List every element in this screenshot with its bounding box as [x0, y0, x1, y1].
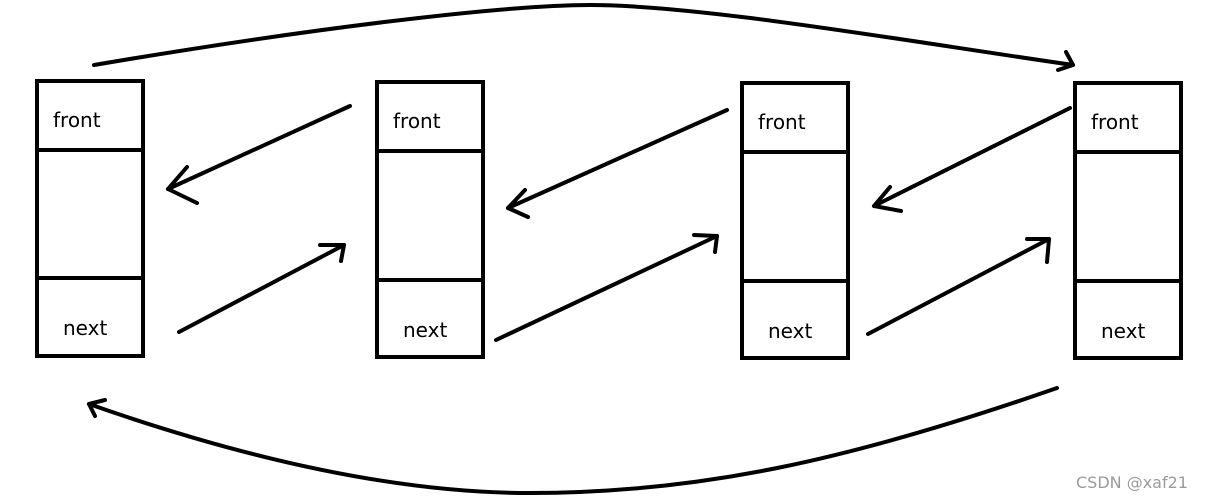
- front-pointer-arrow-4-to-3: [872, 106, 1072, 213]
- watermark-text: CSDN @xaf21: [1076, 473, 1188, 492]
- node-1-box: [35, 79, 145, 358]
- next-pointer-arrow-2-to-3: [494, 233, 719, 342]
- next-pointer-arrow-1-to-2: [177, 243, 346, 334]
- front-pointer-arrow-3-to-2: [506, 108, 729, 219]
- node-1: front next: [35, 79, 145, 358]
- next-pointer-arrow-3-to-4: [866, 237, 1051, 336]
- node-3-next-label: next: [768, 319, 812, 343]
- node-2-front-label: front: [393, 109, 441, 133]
- node-3-box: [740, 81, 850, 360]
- node-2-box: [375, 80, 485, 359]
- circular-next-arrow-top: [92, 3, 1075, 72]
- node-3-front-label: front: [758, 110, 806, 134]
- node-1-front-label: front: [53, 108, 101, 132]
- node-1-next-label: next: [63, 316, 107, 340]
- node-4-next-label: next: [1101, 319, 1145, 343]
- node-4-box: [1073, 81, 1183, 360]
- node-4: front next: [1073, 81, 1183, 360]
- node-3: front next: [740, 81, 850, 360]
- node-4-front-label: front: [1091, 110, 1139, 134]
- node-2: front next: [375, 80, 485, 359]
- circular-front-arrow-bottom: [87, 386, 1059, 495]
- front-pointer-arrow-2-to-1: [166, 104, 352, 205]
- node-2-next-label: next: [403, 318, 447, 342]
